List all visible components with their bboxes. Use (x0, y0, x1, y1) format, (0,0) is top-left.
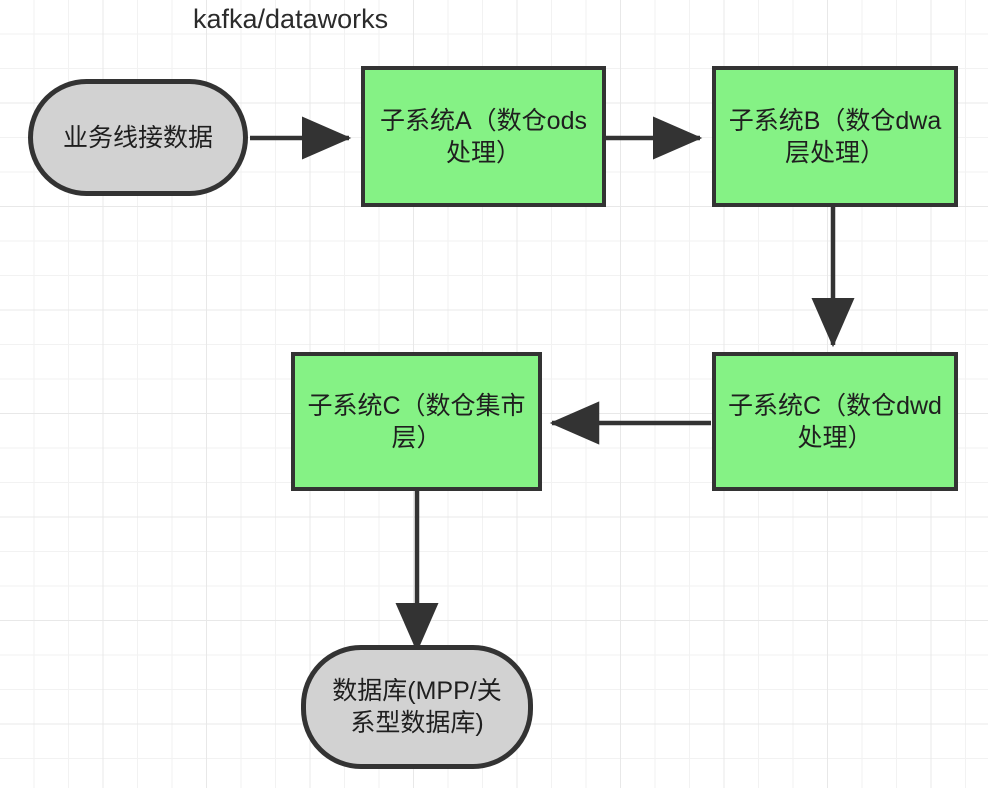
node-database[interactable]: 数据库(MPP/关系型数据库) (301, 645, 533, 769)
node-subsystem-c-mart[interactable]: 子系统C（数仓集市层） (291, 352, 542, 491)
node-subsystem-b[interactable]: 子系统B（数仓dwa层处理） (712, 66, 958, 207)
node-subsystem-c-dwd[interactable]: 子系统C（数仓dwd处理） (712, 352, 958, 491)
diagram-title: kafka/dataworks (193, 4, 389, 34)
node-subsystem-a[interactable]: 子系统A（数仓ods处理） (361, 66, 606, 207)
node-source[interactable]: 业务线接数据 (28, 79, 248, 196)
